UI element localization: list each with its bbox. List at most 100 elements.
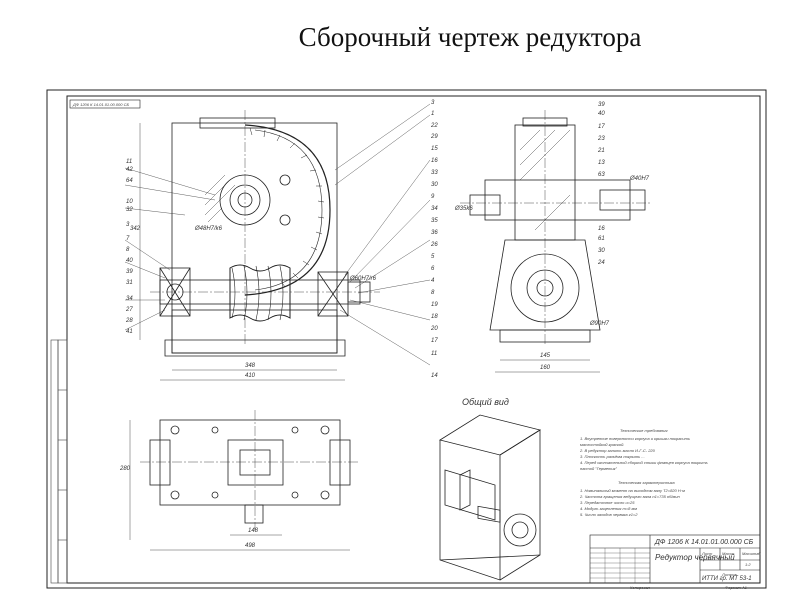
front-view-section	[139, 110, 380, 381]
dim-plan-shaft: 148	[248, 528, 259, 534]
callout-r-21: 11	[431, 351, 437, 357]
callout-r-9: 34	[431, 206, 438, 212]
title-block-name: Редуктор червячный	[655, 553, 735, 562]
title-block-scale: Масштаб	[742, 551, 761, 556]
tech-char-line-4: 5. Число заходов червяка z1=2	[580, 512, 638, 517]
dim-side-width: 145	[540, 353, 551, 359]
sheet-inner-frame	[66, 95, 761, 584]
callout-r-0: 3	[431, 100, 435, 106]
callout-r-4: 15	[431, 146, 438, 152]
left-callout-column: 11 42 64 10 32 3 7 8 40 39 31 34 27 28 4…	[124, 159, 216, 335]
callout-l-11: 34	[126, 296, 133, 302]
callout-l-2: 64	[126, 178, 133, 184]
fit-note-1: Ø48H7/k6	[194, 226, 223, 232]
tech-char-line-3: 4. Модуль зацепления m=8 мм	[580, 506, 637, 511]
tech-req-line-3: 3. Плоскость разъёма покрыть ...	[580, 454, 645, 459]
tech-req-title: Технические требования	[620, 428, 668, 433]
tech-req-line-4: 4. Перед окончательной сборкой стыки фла…	[580, 460, 708, 465]
callout-r-3: 29	[430, 134, 438, 140]
fit-note-4: Ø90H7	[589, 321, 610, 327]
callout-l-6: 7	[126, 236, 130, 242]
tech-req-line-5: пастой "Герметик"	[580, 466, 617, 471]
title-block-designation: ДФ 1206 К 14.01.01.00.000 СБ	[654, 539, 754, 546]
left-margin-stamps	[50, 339, 68, 584]
title-block-sheets: Листов	[721, 572, 737, 577]
dim-front-overall: 410	[245, 373, 256, 379]
callout-l-0: 11	[126, 159, 132, 165]
title-block-scale-value: 1:2	[745, 562, 751, 567]
callout-l-10: 31	[126, 280, 133, 286]
callout-s-4: 21	[597, 148, 605, 154]
callout-s-8: 61	[598, 236, 605, 242]
title-block-org: ИТТИ гр. МТ 53-1	[702, 576, 752, 582]
tech-req-line-2: 2. В редуктор залить масло И-Г-С- 220	[579, 448, 656, 453]
stamp-code-top: ДФ 1206 К 14.01.01.00.000 СБ	[72, 102, 130, 107]
fit-note-5: Ø35k6	[454, 206, 473, 212]
dim-front-height: 342	[130, 226, 141, 232]
tech-char-line-1: 2. Частота вращения ведущего вала n1=735…	[579, 494, 680, 499]
callout-l-13: 28	[125, 318, 133, 324]
fit-note-3: Ø40H7	[629, 176, 650, 182]
dim-plan-width: 498	[245, 543, 256, 549]
callout-l-9: 39	[126, 269, 133, 275]
callout-r-14: 6	[431, 266, 435, 272]
callout-r-17: 19	[431, 302, 438, 308]
callout-r-10: 35	[431, 218, 438, 224]
callout-s-9: 30	[598, 248, 605, 254]
callout-r-22: 14	[431, 373, 438, 379]
tech-requirements-block: Технические требования 1. Внутренние пов…	[579, 428, 708, 471]
isometric-general-view	[438, 414, 542, 581]
dim-front-width: 348	[245, 363, 256, 369]
callout-r-1: 1	[431, 111, 434, 117]
callout-r-2: 22	[430, 123, 438, 129]
callout-r-7: 30	[431, 182, 438, 188]
callout-r-16: 8	[431, 290, 435, 296]
title-block-copied: Копировал	[630, 585, 651, 590]
callout-r-11: 36	[431, 230, 438, 236]
callout-r-6: 33	[431, 170, 438, 176]
title-block-sheet: Лист	[701, 551, 713, 556]
title-block-format: Формат А1	[725, 585, 747, 590]
fit-note-2: Ø60H7/r6	[349, 276, 377, 282]
callout-r-13: 5	[431, 254, 435, 260]
callout-l-3: 10	[126, 199, 133, 205]
callout-l-5: 3	[126, 222, 130, 228]
plan-view-section	[129, 410, 360, 551]
callout-r-19: 20	[430, 326, 438, 332]
tech-char-line-0: 1. Номинальный момент на выходном валу Т…	[580, 488, 685, 493]
callout-s-5: 13	[598, 160, 605, 166]
callout-r-18: 18	[431, 314, 438, 320]
right-callout-column: 3 1 22 29 15 16 33 30 9 34 35 36 26 5 6 …	[334, 100, 438, 379]
side-view-section	[460, 110, 650, 373]
tech-char-line-2: 3. Передаточное число u=25	[580, 500, 635, 505]
tech-req-line-0: 1. Внутренние поверхности корпуса и крыш…	[580, 436, 690, 441]
callout-l-4: 32	[126, 207, 133, 213]
callout-r-12: 26	[430, 242, 438, 248]
callout-r-8: 9	[431, 194, 435, 200]
callout-s-3: 23	[597, 136, 605, 142]
callout-l-12: 27	[125, 307, 133, 313]
tech-req-line-1: маслостойкой краской.	[580, 442, 624, 447]
dim-side-overall: 160	[540, 365, 551, 371]
callout-l-7: 8	[126, 247, 130, 253]
side-callout-column: 39 40 17 23 21 13 63 16 61 30 24	[597, 102, 605, 266]
sheet-outer-border	[46, 89, 767, 589]
callout-s-6: 63	[598, 172, 605, 178]
callout-s-0: 39	[598, 102, 605, 108]
tech-characteristics-block: Техническая характеристика 1. Номинальны…	[579, 480, 685, 517]
dim-plan-height: 280	[119, 466, 131, 472]
general-view-caption: Общий вид	[462, 397, 509, 407]
callout-l-8: 40	[126, 258, 133, 264]
title-block-mass: Масса	[722, 551, 735, 556]
callout-r-5: 16	[431, 158, 438, 164]
callout-r-15: 4	[431, 278, 435, 284]
callout-r-20: 17	[431, 338, 438, 344]
title-block	[589, 534, 761, 584]
callout-s-1: 40	[598, 111, 605, 117]
callout-l-1: 42	[126, 167, 133, 173]
tech-char-title: Техническая характеристика	[618, 480, 675, 485]
callout-s-2: 17	[598, 124, 605, 130]
slide-title: Сборочный чертеж редуктора	[298, 22, 642, 52]
callout-s-10: 24	[597, 260, 605, 266]
